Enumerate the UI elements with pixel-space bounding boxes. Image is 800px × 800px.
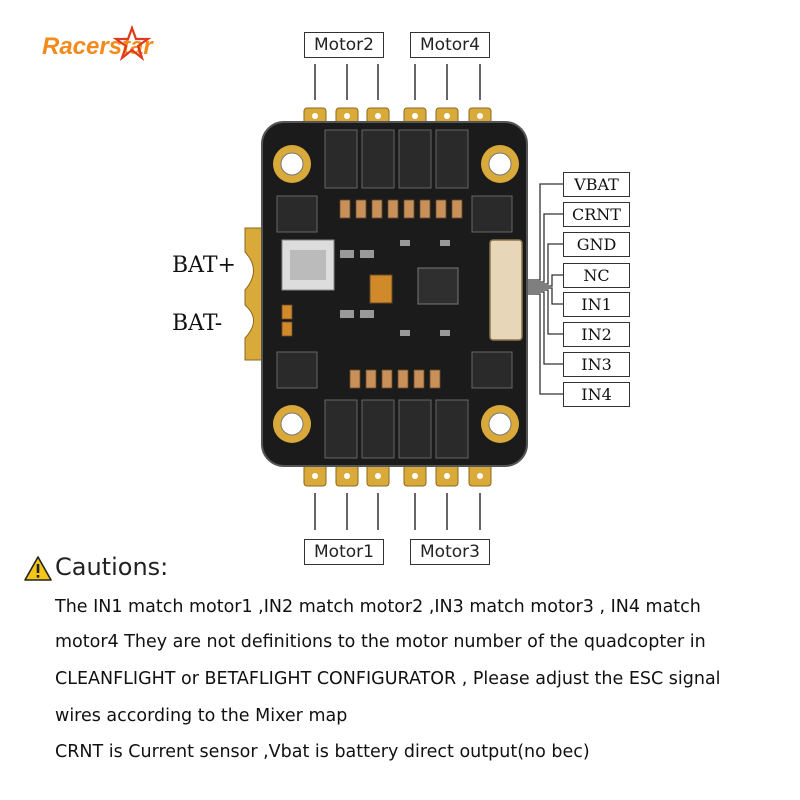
mosfets-top — [324, 129, 469, 189]
pin-label-in4: IN4 — [563, 382, 630, 407]
motor4-label: Motor4 — [410, 32, 490, 58]
cautions-title: Cautions: — [55, 553, 169, 581]
caution-line: wires according to the Mixer map — [55, 706, 348, 726]
pin-leader-lines — [528, 183, 563, 395]
motor1-label: Motor1 — [304, 539, 384, 565]
esc-board-diagram — [244, 64, 563, 530]
signal-connector — [489, 239, 523, 341]
logo-star-icon — [112, 24, 152, 62]
warning-icon — [24, 556, 52, 581]
caution-line: CRNT is Current sensor ,Vbat is battery … — [55, 742, 590, 762]
motor2-label: Motor2 — [304, 32, 384, 58]
mcu-chip — [417, 267, 459, 305]
caution-line: CLEANFLIGHT or BETAFLIGHT CONFIGURATOR ,… — [55, 669, 721, 689]
pin-label-gnd: GND — [563, 232, 630, 257]
mounting-holes — [273, 145, 519, 443]
bat-positive-label: BAT+ — [172, 253, 236, 278]
racerstar-logo: Racerstar — [42, 24, 154, 62]
bottom-motor-leader-lines — [314, 493, 481, 530]
pin-label-in1: IN1 — [563, 292, 630, 317]
caution-line: motor4 They are not definitions to the m… — [55, 632, 706, 652]
bottom-motor-pads — [303, 461, 492, 487]
motor3-label: Motor3 — [410, 539, 490, 565]
resistor-row-top — [339, 199, 463, 219]
pin-label-nc: NC — [563, 263, 630, 288]
top-motor-leader-lines — [314, 64, 481, 100]
bat-negative-label: BAT- — [172, 311, 223, 336]
pin-label-in2: IN2 — [563, 322, 630, 347]
pin-label-vbat: VBAT — [563, 172, 630, 197]
mosfets-side — [276, 195, 513, 389]
mosfets-bottom — [324, 399, 469, 459]
regulator-chip — [369, 274, 393, 304]
pin-label-crnt: CRNT — [563, 202, 630, 227]
battery-caps — [281, 304, 293, 337]
caution-line: The IN1 match motor1 ,IN2 match motor2 ,… — [55, 597, 701, 617]
resistor-row-bottom — [349, 369, 441, 389]
pin-label-in3: IN3 — [563, 352, 630, 377]
